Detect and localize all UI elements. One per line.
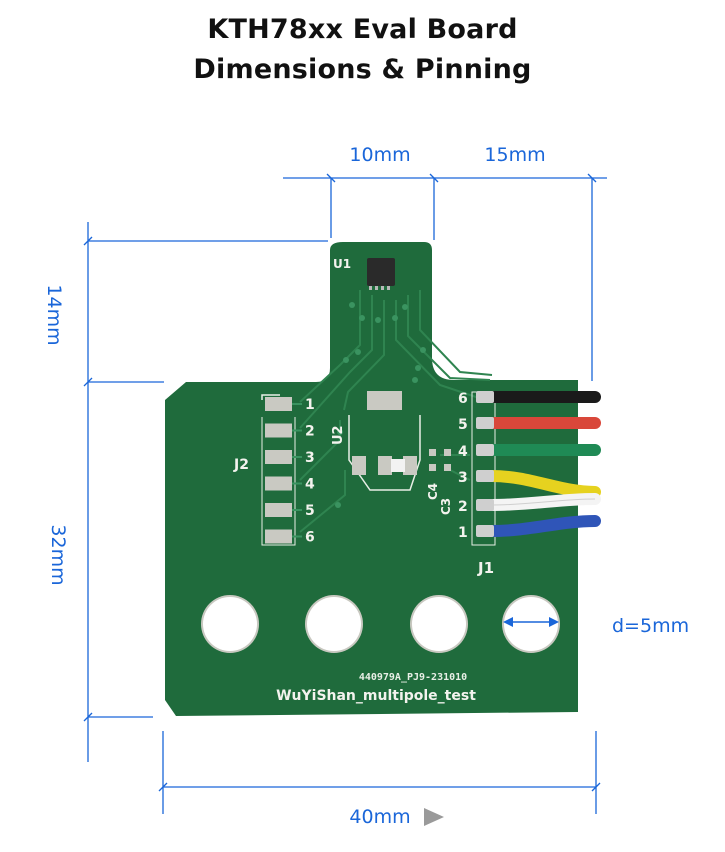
u2-label: U2 (331, 425, 346, 445)
j2-pad (265, 503, 292, 517)
c4-label: C4 (426, 483, 440, 500)
j1-pin-number: 6 (458, 391, 468, 407)
pcb-outline (165, 242, 578, 716)
pcb-board: U1 U2 C4 C3 J2 1 2 3 4 5 6 6 5 4 3 2 1 J1 (165, 242, 601, 716)
j2-pin-number: 1 (305, 397, 315, 413)
silk-name: WuYiShan_multipole_test (276, 688, 476, 704)
j2-pin-number: 5 (305, 503, 315, 519)
u2-resistor (391, 459, 405, 472)
u2-pad-2 (378, 456, 392, 475)
play-arrow-icon (424, 808, 444, 826)
j2-pad (265, 529, 292, 544)
j2-pad (265, 397, 292, 411)
dim-neck-height: 14mm (43, 284, 65, 345)
u2-pad-3 (403, 456, 417, 475)
j1-pin-number: 1 (458, 525, 468, 541)
u1-pins (369, 286, 390, 290)
j1-pad (476, 417, 494, 429)
j2-pad (265, 476, 292, 491)
j2-pad (265, 423, 292, 438)
dim-body-height: 32mm (47, 524, 69, 585)
j1-pin-number: 5 (458, 417, 468, 433)
mounting-hole (412, 597, 466, 651)
cap-pads (429, 449, 451, 471)
vias (335, 302, 426, 508)
j1-connector: 6 5 4 3 2 1 J1 (458, 390, 601, 577)
hole-diameter-arrow (503, 617, 559, 627)
title-line-2: Dimensions & Pinning (193, 54, 532, 85)
j1-pad (476, 525, 494, 537)
dim-total-width: 40mm (349, 806, 410, 828)
dim-hole-diameter: d=5mm (612, 615, 689, 637)
j1-pin-number: 3 (458, 470, 468, 486)
j1-wire (486, 515, 601, 537)
title-line-1: KTH78xx Eval Board (207, 14, 518, 45)
j2-connector: J2 (233, 394, 302, 546)
u2-pad-1 (352, 456, 366, 475)
j1-wire (486, 470, 601, 498)
dimension-lines (83, 173, 607, 814)
j2-pin-number: 4 (305, 477, 315, 493)
j1-pad (476, 470, 494, 482)
u1-label: U1 (333, 257, 351, 271)
silk-code: 440979A_PJ9-231010 (359, 672, 467, 683)
dim-top-left: 10mm (349, 144, 410, 166)
u2-outline (348, 415, 421, 491)
mounting-hole (504, 597, 558, 651)
j1-pad (476, 391, 494, 403)
j2-pad (265, 450, 292, 464)
dim-top-right: 15mm (484, 144, 545, 166)
j1-pad (476, 499, 494, 511)
j2-pin-number: 3 (305, 450, 315, 466)
j1-pin-number: 2 (458, 499, 468, 515)
u2-tab-pad (367, 391, 402, 410)
j1-label: J1 (477, 559, 494, 577)
mounting-hole (307, 597, 361, 651)
j1-pin-number: 4 (458, 444, 468, 460)
j2-pin-number: 6 (305, 530, 315, 546)
mounting-hole (203, 597, 257, 651)
c3-label: C3 (439, 498, 453, 515)
j2-label: J2 (233, 457, 249, 473)
j2-pin-number: 2 (305, 424, 315, 440)
j1-pad (476, 444, 494, 456)
u1-chip (367, 258, 395, 286)
